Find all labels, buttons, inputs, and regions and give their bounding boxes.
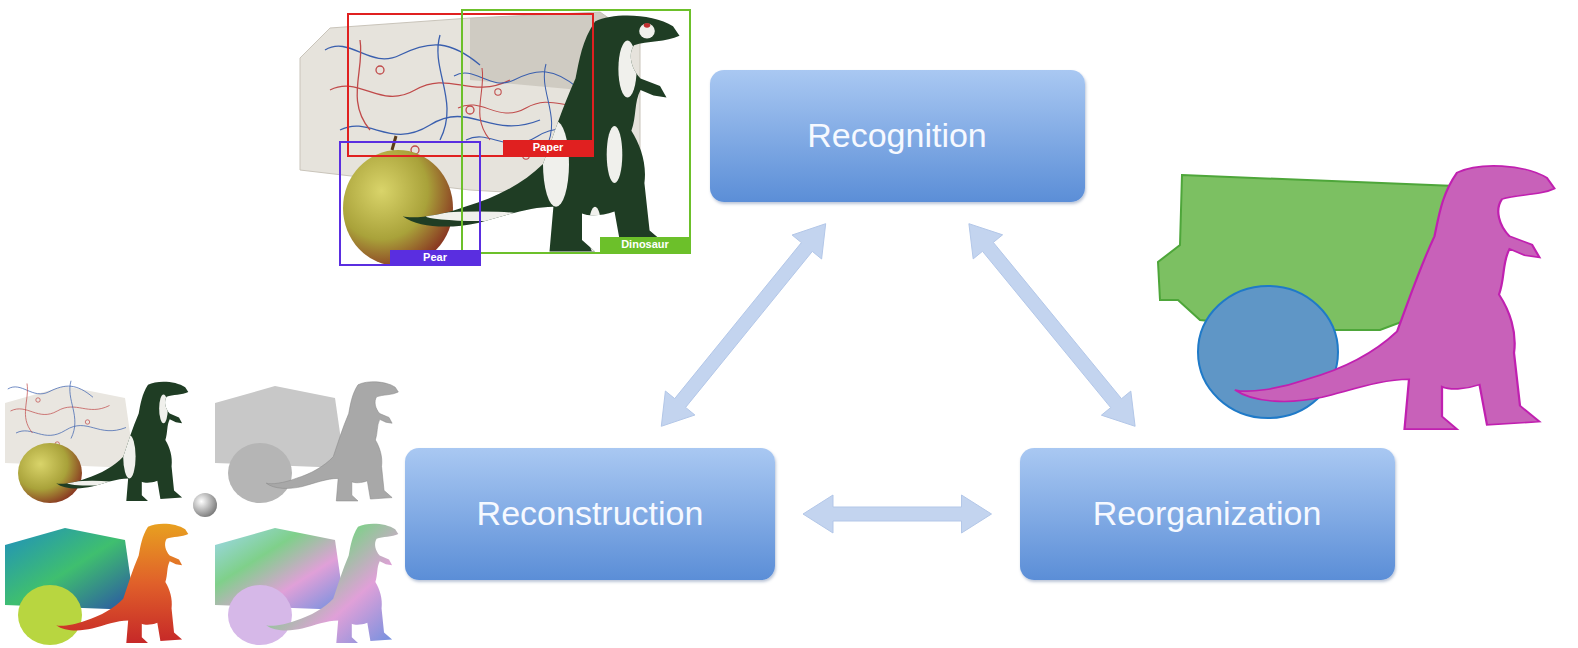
double-arrow (803, 495, 992, 533)
object-tag: Pear (390, 250, 480, 265)
segmentation-masks (1158, 166, 1555, 429)
box-label: Reconstruction (477, 494, 704, 533)
process-box: Reorganization (1020, 448, 1395, 580)
reconstruction-thumbnails (5, 381, 398, 645)
object-tag: Paper (503, 140, 593, 155)
double-arrow (661, 224, 825, 427)
process-box: Reconstruction (405, 448, 775, 580)
object-tag: Dinosaur (600, 237, 690, 252)
box-label: Reorganization (1093, 494, 1322, 533)
recognition-photo (300, 10, 690, 266)
double-arrow (969, 224, 1135, 427)
process-box: Recognition (710, 70, 1085, 202)
box-label: Recognition (807, 116, 987, 155)
